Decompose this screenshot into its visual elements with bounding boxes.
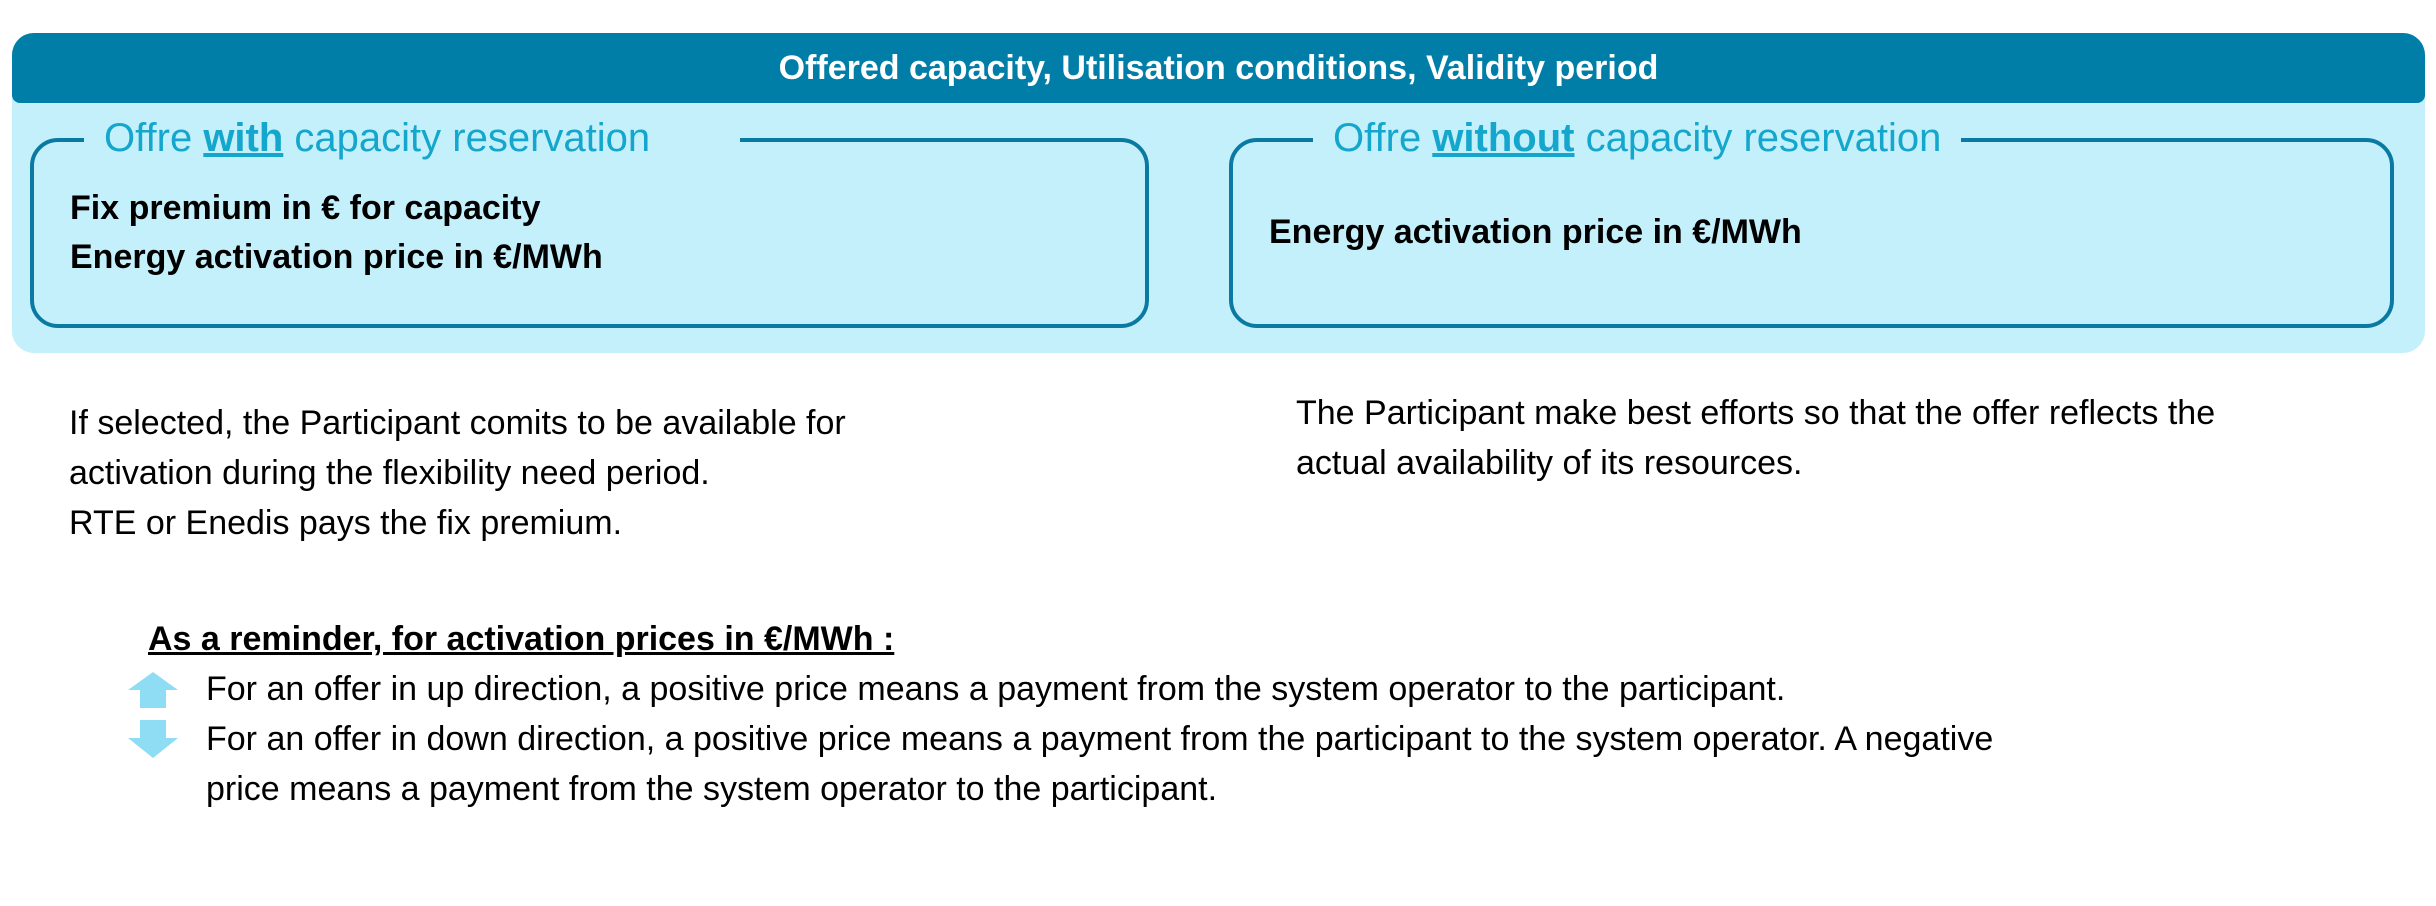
offer-with-line: Fix premium in € for capacity	[70, 189, 541, 227]
reminder-up-item: For an offer in up direction, a positive…	[128, 664, 1785, 714]
page-banner: Offered capacity, Utilisation conditions…	[12, 33, 2425, 103]
reminder-down-item: For an offer in down direction, a positi…	[128, 714, 1993, 814]
arrow-up-icon	[128, 672, 178, 708]
offer-with-line: Energy activation price in €/MWh	[70, 238, 603, 276]
offer-without-title: Offre without capacity reservation	[1313, 116, 1962, 161]
offer-with-box: Offre with capacity reservation Fix prem…	[30, 116, 1149, 328]
offer-with-title-keyword: with	[203, 116, 284, 160]
banner-title: Offered capacity, Utilisation conditions…	[778, 48, 1659, 87]
arrow-down-icon	[128, 720, 178, 758]
reminder-section: As a reminder, for activation prices in …	[128, 614, 1993, 808]
offer-without-box: Offre without capacity reservation Energ…	[1229, 116, 2394, 328]
reminder-title: As a reminder, for activation prices in …	[148, 620, 895, 658]
offer-without-title-keyword: without	[1432, 116, 1575, 160]
offer-with-title: Offre with capacity reservation	[84, 116, 741, 161]
offer-without-body: Energy activation price in €/MWh	[1269, 208, 1802, 257]
offer-with-description: If selected, the Participant comits to b…	[69, 404, 846, 542]
offer-without-description: The Participant make best efforts so tha…	[1296, 394, 2216, 482]
offer-with-body: Fix premium in € for capacity Energy act…	[70, 184, 603, 282]
offer-without-line: Energy activation price in €/MWh	[1269, 213, 1802, 251]
